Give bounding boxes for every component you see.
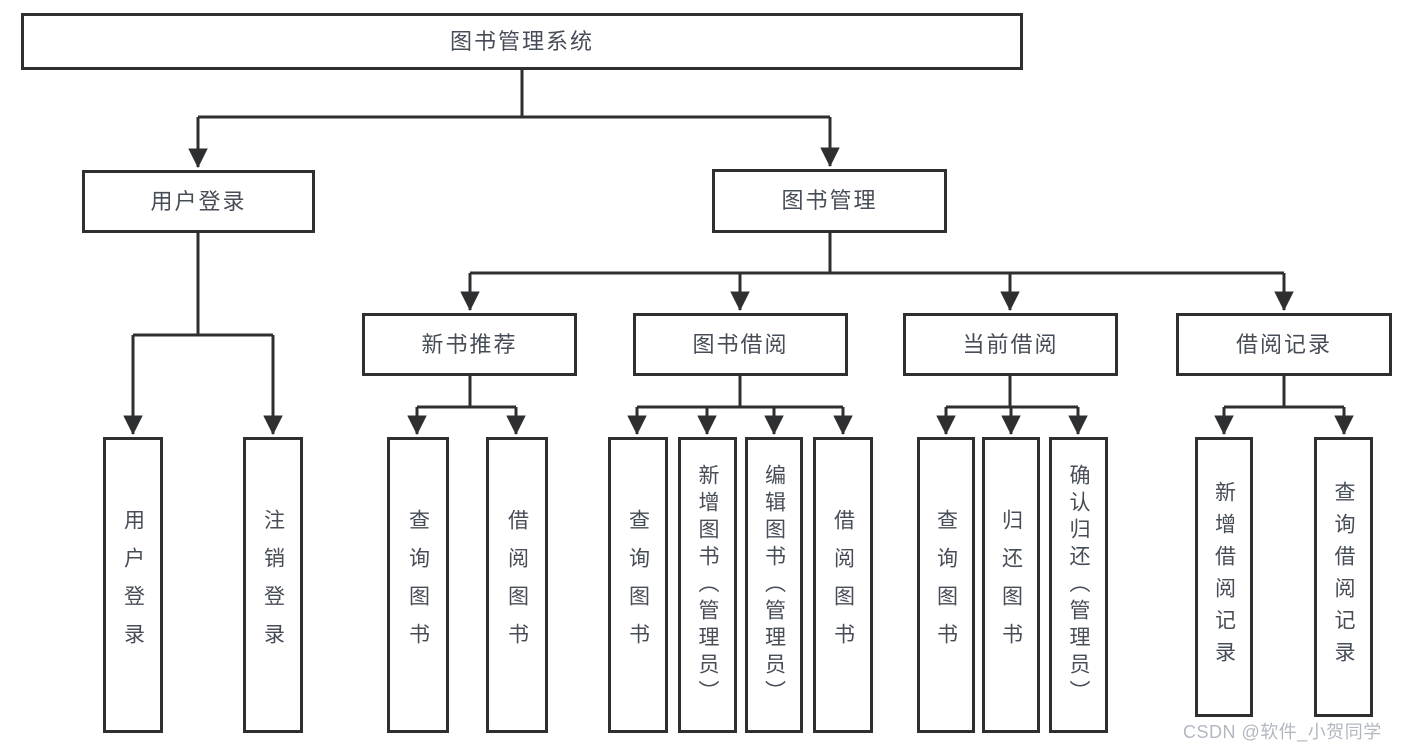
node-label: 图书借阅: [692, 331, 789, 357]
node-label: 注销登录: [261, 509, 285, 661]
connector-book-borrow-branch: [637, 376, 843, 409]
node-label: 借阅记录: [1235, 331, 1332, 357]
node-label: 用户登录: [150, 188, 247, 214]
node-current-query-books: 查询图书: [917, 437, 975, 733]
node-label: 用户登录: [121, 509, 145, 661]
connector-book-management-branch: [470, 233, 1284, 275]
node-borrow-query-books: 查询图书: [608, 437, 668, 733]
connector-user-login-branch: [133, 233, 273, 337]
node-label: 新增借阅记录: [1212, 481, 1236, 673]
node-recommend-query-books: 查询图书: [387, 437, 449, 733]
watermark: CSDN @软件_小贺同学: [1183, 722, 1382, 742]
node-book-borrowing: 图书借阅: [633, 313, 848, 376]
node-label: 借阅图书: [505, 509, 529, 661]
node-new-book-recommendation: 新书推荐: [362, 313, 577, 376]
node-borrow-borrow-books: 借阅图书: [813, 437, 873, 733]
connector-borrow-records-branch: [1224, 376, 1344, 409]
node-label: 查询图书: [406, 509, 430, 661]
node-label: 借阅图书: [831, 509, 855, 661]
node-logout: 注销登录: [243, 437, 303, 733]
node-login: 用户登录: [103, 437, 163, 733]
node-recommend-borrow-books: 借阅图书: [486, 437, 548, 733]
node-root: 图书管理系统: [21, 13, 1023, 70]
node-label: 编辑图书（管理员）: [762, 463, 786, 707]
node-borrow-edit-books-admin: 编辑图书（管理员）: [745, 437, 803, 733]
node-borrow-add-books-admin: 新增图书（管理员）: [678, 437, 737, 733]
node-book-management: 图书管理: [712, 169, 947, 233]
node-current-return-books: 归还图书: [982, 437, 1040, 733]
node-label: 查询借阅记录: [1332, 481, 1355, 673]
node-user-login: 用户登录: [82, 170, 315, 233]
node-label: 查询图书: [626, 509, 650, 661]
node-records-query-record: 查询借阅记录: [1314, 437, 1373, 717]
node-label: 新增图书（管理员）: [696, 463, 719, 707]
node-label: 图书管理系统: [449, 28, 594, 54]
node-label: 当前借阅: [962, 331, 1059, 357]
node-current-borrowing: 当前借阅: [903, 313, 1118, 376]
node-label: 图书管理: [781, 188, 878, 213]
node-label: 确认归还（管理员）: [1067, 463, 1090, 707]
connector-new-book-branch: [417, 376, 516, 409]
node-label: 归还图书: [999, 509, 1023, 661]
connector-root-branch: [198, 70, 830, 119]
connector-current-borrow-branch: [946, 376, 1078, 409]
node-records-add-record: 新增借阅记录: [1195, 437, 1253, 717]
node-borrowing-records: 借阅记录: [1176, 313, 1392, 376]
node-current-confirm-return-admin: 确认归还（管理员）: [1049, 437, 1108, 733]
node-label: 新书推荐: [421, 331, 518, 357]
node-label: 查询图书: [934, 509, 958, 661]
